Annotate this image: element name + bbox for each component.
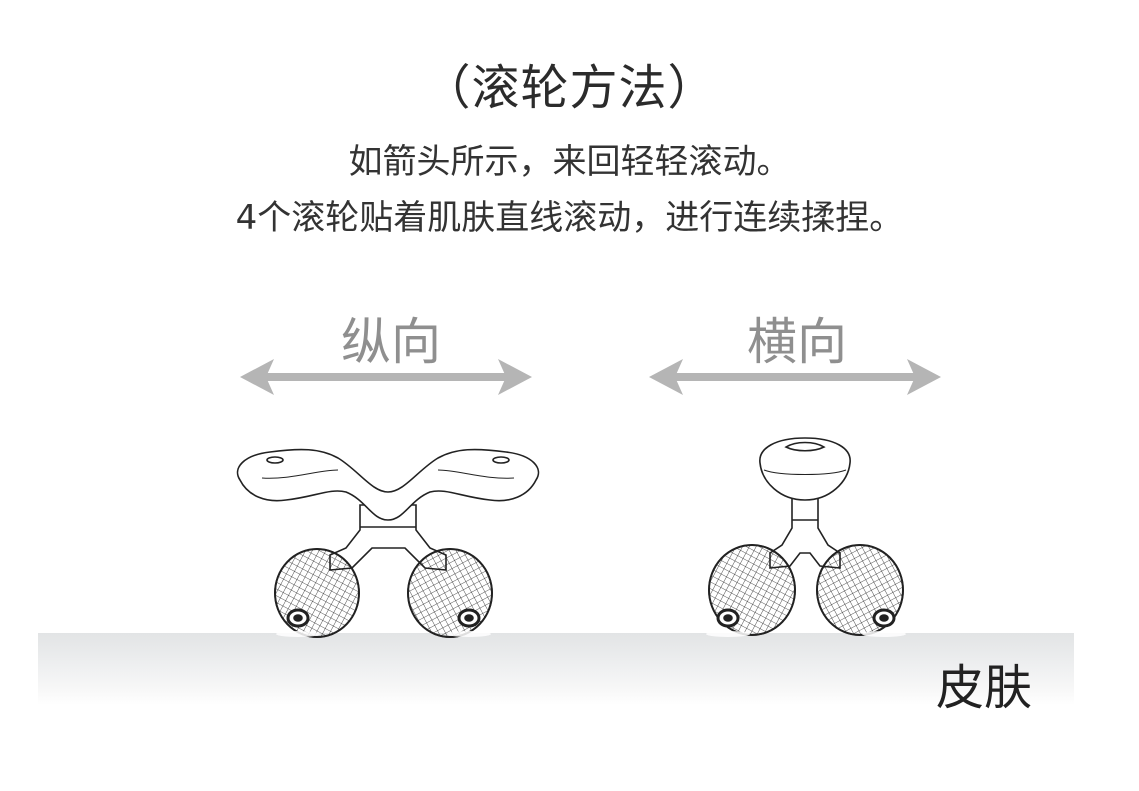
left-double-arrow-icon — [240, 359, 532, 395]
contact-shadows — [276, 631, 906, 637]
roller-device-vertical-icon — [236, 448, 540, 638]
page-title: （滚轮方法） — [422, 60, 717, 116]
horizontal-direction-label: 横向 — [747, 313, 847, 371]
skin-label: 皮肤 — [936, 660, 1033, 716]
skin-surface — [38, 633, 1074, 705]
vertical-direction-label: 纵向 — [341, 313, 441, 371]
description-line-2: 4个滚轮贴着肌肤直线滚动，进行连续揉捏。 — [235, 198, 904, 238]
right-double-arrow-icon — [649, 359, 941, 395]
description-line-1: 如箭头所示，来回轻轻滚动。 — [348, 142, 791, 182]
roller-device-horizontal-icon — [708, 437, 904, 636]
